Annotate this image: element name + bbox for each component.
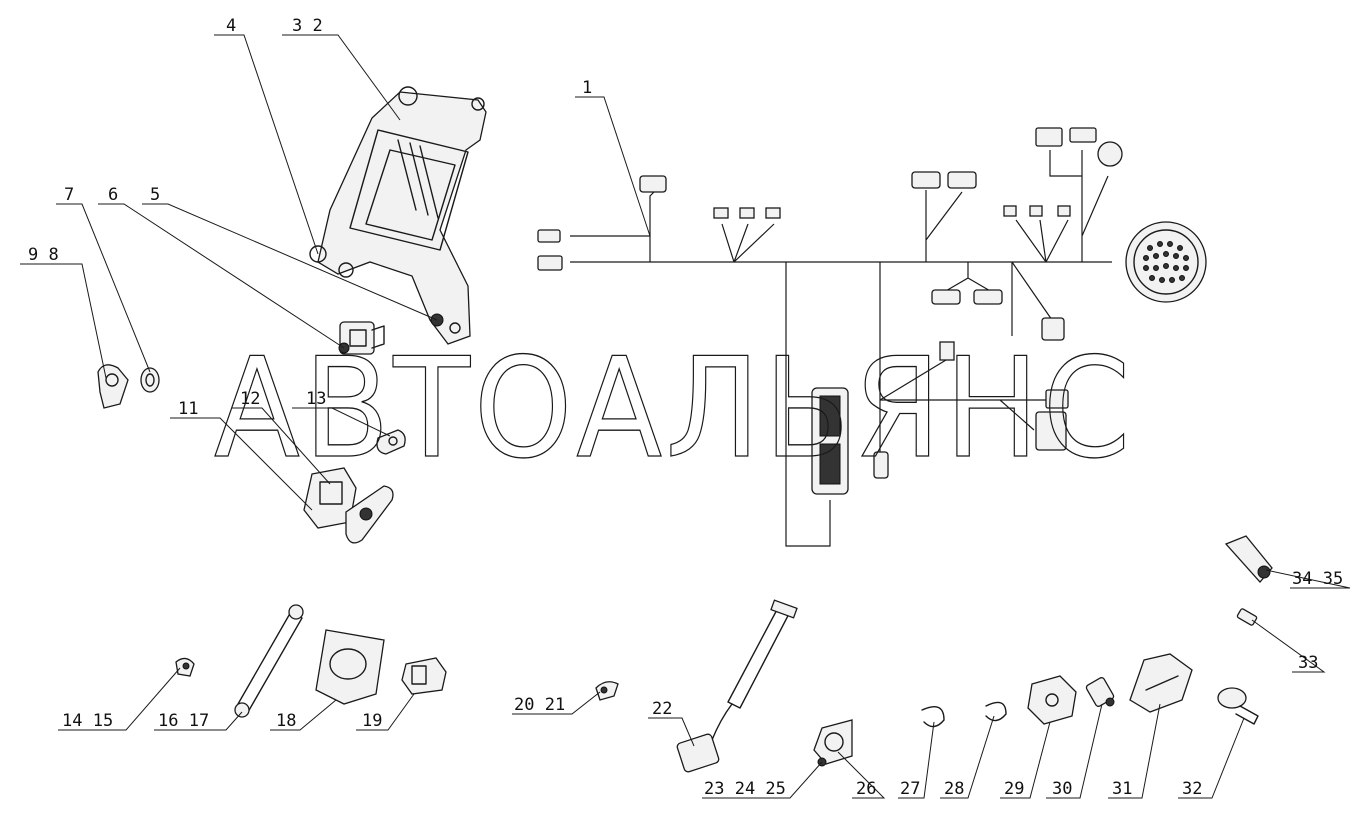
leader-lines — [20, 34, 1351, 799]
callout-29: 29 — [1004, 779, 1024, 799]
ecu-mounting-bracket — [309, 86, 487, 345]
callout-14-15: 14 15 — [62, 711, 113, 731]
callout-7: 7 — [64, 185, 74, 205]
callout-19: 19 — [362, 711, 382, 731]
callout-27: 27 — [900, 779, 920, 799]
callout-20-21: 20 21 — [514, 695, 565, 715]
callout-18: 18 — [276, 711, 296, 731]
callout-4: 4 — [226, 16, 236, 36]
callout-6: 6 — [108, 185, 118, 205]
bracket-part-31 — [1129, 653, 1193, 713]
callout-31: 31 — [1112, 779, 1132, 799]
clip-part-20-21 — [595, 681, 619, 701]
callout-33: 33 — [1298, 653, 1318, 673]
strap-part-16-17 — [234, 604, 304, 718]
clip-part-14-15 — [175, 657, 195, 677]
callout-16-17: 16 17 — [158, 711, 209, 731]
watermark: АВТОАЛЬЯНС — [214, 328, 1134, 489]
wiring-harness — [537, 127, 1207, 547]
callout-12: 12 — [240, 389, 260, 409]
callout-23-24-25: 23 24 25 — [704, 779, 786, 799]
bracket-part-18 — [315, 629, 385, 705]
sensor-part-32 — [1217, 687, 1259, 725]
callout-labels: 1 3 2 4 5 6 7 9 8 11 12 13 14 15 16 17 1… — [28, 16, 1343, 799]
block-part-29 — [1027, 675, 1077, 725]
callout-26: 26 — [856, 779, 876, 799]
clip-part-28 — [985, 701, 1007, 722]
callout-11: 11 — [178, 399, 198, 419]
sensor-part-5 — [338, 321, 385, 355]
clip-part-13 — [376, 429, 406, 455]
callout-22: 22 — [652, 699, 672, 719]
bushing-part-7 — [140, 367, 160, 393]
sensor-part-30 — [1085, 677, 1115, 707]
callout-34-35: 34 35 — [1292, 569, 1343, 589]
clip-part-27 — [921, 706, 945, 728]
callout-5: 5 — [150, 185, 160, 205]
callout-3-2: 3 2 — [292, 16, 323, 36]
sensor-part-11-12 — [303, 467, 394, 544]
oxygen-sensor-part-22 — [676, 599, 798, 773]
sensor-part-19 — [401, 657, 447, 695]
callout-32: 32 — [1182, 779, 1202, 799]
callout-30: 30 — [1052, 779, 1072, 799]
callout-1: 1 — [582, 78, 592, 98]
clamp-part-8-9 — [97, 364, 129, 409]
callout-9-8: 9 8 — [28, 245, 59, 265]
callout-13: 13 — [306, 389, 326, 409]
bracket-part-34-35 — [1224, 535, 1273, 583]
switch-part-33 — [1236, 608, 1258, 626]
callout-28: 28 — [944, 779, 964, 799]
sensor-part-23-26 — [813, 719, 853, 767]
